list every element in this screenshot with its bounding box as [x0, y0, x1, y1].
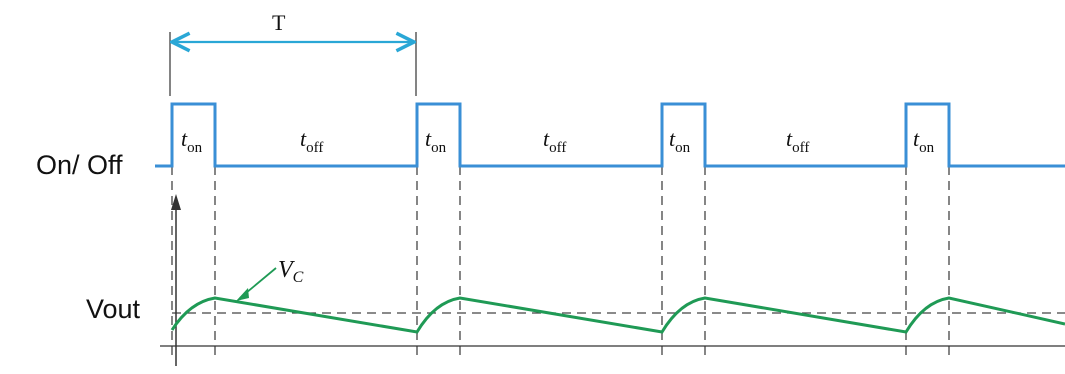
t-off-label: toff: [786, 126, 809, 156]
t-off-label: toff: [543, 126, 566, 156]
t-off-label: toff: [300, 126, 323, 156]
period-annotation: T: [169, 10, 417, 96]
t-on-label: ton: [913, 126, 935, 156]
on-off-label: On/ Off: [36, 150, 123, 180]
vc-label: VC: [278, 257, 304, 286]
y-axis-up-arrow-icon: [171, 194, 181, 210]
vout-axes: [160, 194, 1065, 366]
t-on-label: ton: [425, 126, 447, 156]
pwm-waveform: [155, 102, 1065, 168]
edge-guides: [171, 166, 950, 360]
t-on-label: ton: [181, 126, 203, 156]
vc-pointer-arrow-icon: [236, 288, 249, 301]
vc-annotation: VC: [236, 257, 304, 301]
t-on-label: ton: [669, 126, 691, 156]
vout-label: Vout: [86, 294, 141, 324]
period-label: T: [272, 10, 286, 35]
capacitor-voltage-curve: [170, 296, 1065, 334]
